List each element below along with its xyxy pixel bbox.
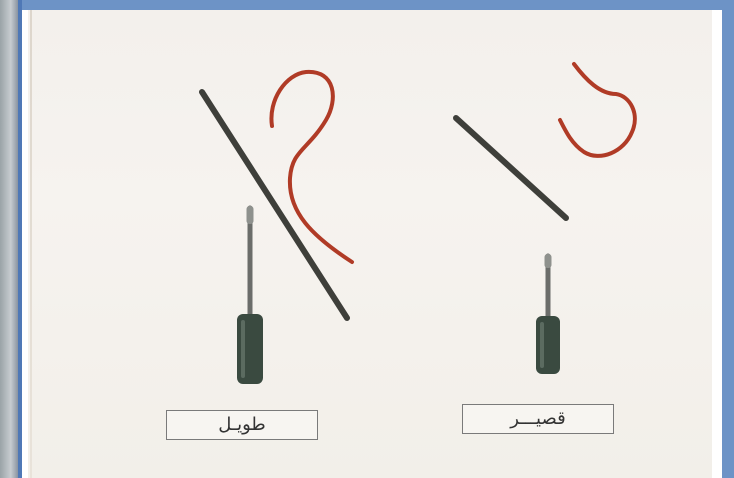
label-long: طويـل: [166, 410, 318, 440]
label-short: قصيـــر: [462, 404, 614, 434]
screwdriver-icon: [237, 206, 263, 384]
screwdriver-icon: [536, 254, 560, 374]
right-edge-border: [722, 0, 734, 478]
short-rod: [456, 118, 566, 218]
long-wire: [271, 72, 352, 262]
long-rod: [202, 92, 347, 318]
short-wire: [560, 64, 635, 156]
